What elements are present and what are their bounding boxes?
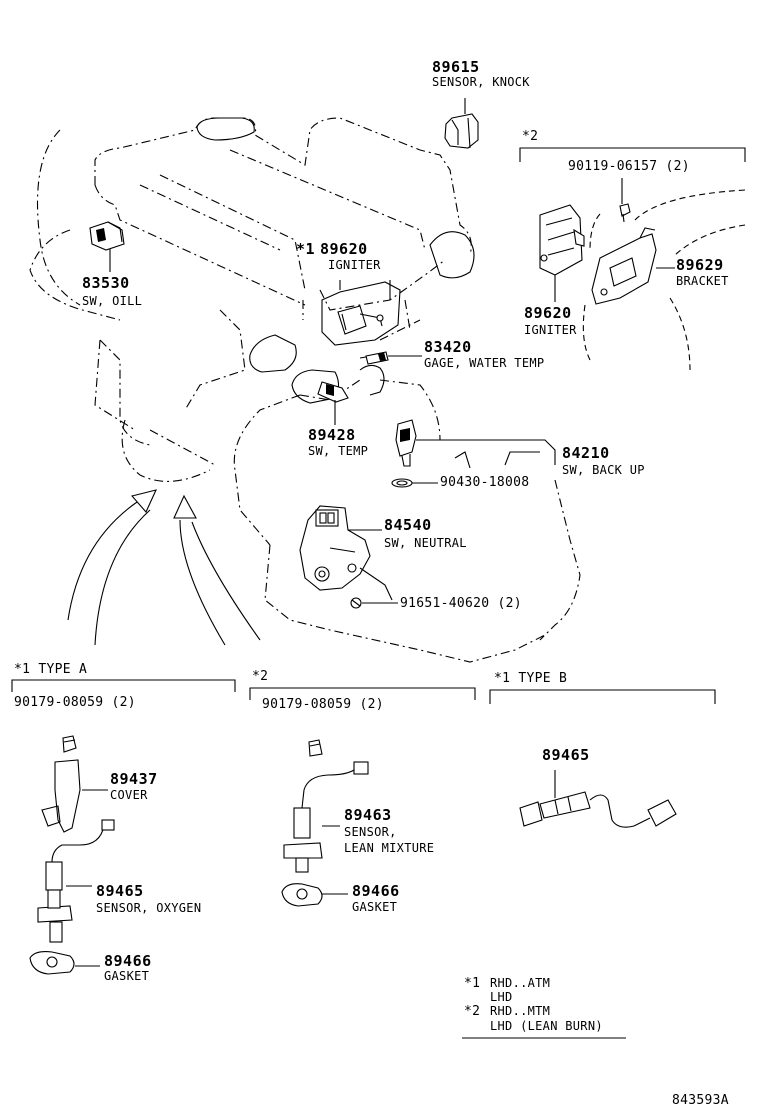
group2-connectors bbox=[582, 189, 746, 371]
leader-lines bbox=[66, 98, 675, 967]
group-brackets bbox=[11, 147, 746, 1039]
group2-igniter-illustration bbox=[539, 204, 585, 276]
group2-igniter-name: IGNITER bbox=[524, 323, 577, 337]
oil-switch-name: SW, OILL bbox=[82, 294, 143, 308]
group2-sensor-number: 89463 bbox=[344, 806, 392, 824]
bolt-90119-illustration bbox=[619, 203, 631, 223]
type-a-cover-name: COVER bbox=[110, 788, 148, 802]
type-b-header: *1 TYPE B bbox=[494, 671, 568, 686]
group2-sensor-name-2: LEAN MIXTURE bbox=[344, 841, 435, 855]
group2-igniter-number: 89620 bbox=[524, 304, 572, 322]
backup-switch-number: 84210 bbox=[562, 444, 610, 462]
group2-sensor-illustration bbox=[281, 739, 369, 907]
type-a-gasket-number: 89466 bbox=[104, 952, 152, 970]
bracket-illustration bbox=[591, 227, 657, 305]
igniter-name: IGNITER bbox=[328, 258, 381, 272]
group2-bottom-header: *2 bbox=[252, 669, 269, 684]
engine-outline bbox=[29, 117, 581, 663]
group2-gasket-name: GASKET bbox=[352, 900, 398, 914]
type-b-illustration bbox=[519, 791, 677, 828]
igniter-number: 89620 bbox=[320, 240, 368, 258]
bracket-number: 89629 bbox=[676, 256, 724, 274]
type-a-cover-number: 89437 bbox=[110, 770, 158, 788]
temp-switch-illustration bbox=[317, 381, 349, 403]
oil-switch-illustration bbox=[89, 221, 125, 251]
legend-row1-line2: LHD bbox=[490, 990, 513, 1004]
neutral-switch-name: SW, NEUTRAL bbox=[384, 536, 467, 550]
oil-switch-number: 83530 bbox=[82, 274, 130, 292]
drawing-id: 843593A bbox=[672, 1093, 729, 1108]
type-b-sensor-number: 89465 bbox=[542, 746, 590, 764]
type-a-sensor-name: SENSOR, OXYGEN bbox=[96, 901, 202, 915]
legend-row2-mark: *2 bbox=[464, 1004, 481, 1019]
backup-switch-illustration bbox=[391, 419, 417, 488]
group2-top-header: *2 bbox=[522, 129, 539, 144]
knock-sensor-name: SENSOR, KNOCK bbox=[432, 75, 530, 89]
legend-row2-line2: LHD (LEAN BURN) bbox=[490, 1019, 603, 1033]
engine-igniter-illustration bbox=[337, 305, 384, 335]
legend-row1-line1: RHD..ATM bbox=[490, 976, 551, 990]
knock-sensor-illustration bbox=[444, 113, 479, 149]
bracket-name: BRACKET bbox=[676, 274, 729, 288]
type-a-nut-number: 90179-08059 (2) bbox=[14, 695, 136, 710]
type-a-sensor-number: 89465 bbox=[96, 882, 144, 900]
group2-gasket-number: 89466 bbox=[352, 882, 400, 900]
arrows bbox=[67, 489, 261, 646]
backup-gasket-number: 90430-18008 bbox=[440, 475, 530, 490]
group2-bolt-number: 90119-06157 (2) bbox=[568, 159, 690, 174]
type-a-illustration bbox=[29, 735, 115, 975]
legend-row2-line1: RHD..MTM bbox=[490, 1004, 551, 1018]
group2-nut-number: 90179-08059 (2) bbox=[262, 697, 384, 712]
legend-row1-mark: *1 bbox=[464, 976, 481, 991]
group2-sensor-name-1: SENSOR, bbox=[344, 825, 397, 839]
water-temp-gage-number: 83420 bbox=[424, 338, 472, 356]
water-temp-gage-illustration bbox=[359, 351, 389, 365]
neutral-bolt-number: 91651-40620 (2) bbox=[400, 596, 522, 611]
type-a-header: *1 TYPE A bbox=[14, 662, 88, 677]
neutral-switch-number: 84540 bbox=[384, 516, 432, 534]
backup-switch-name: SW, BACK UP bbox=[562, 463, 645, 477]
neutral-switch-illustration bbox=[299, 505, 371, 609]
engine-features bbox=[196, 117, 475, 404]
igniter-marker: *1 bbox=[296, 240, 316, 258]
knock-sensor-number: 89615 bbox=[432, 58, 480, 76]
temp-switch-number: 89428 bbox=[308, 426, 356, 444]
type-a-gasket-name: GASKET bbox=[104, 969, 150, 983]
water-temp-gage-name: GAGE, WATER TEMP bbox=[424, 356, 545, 370]
temp-switch-name: SW, TEMP bbox=[308, 444, 369, 458]
